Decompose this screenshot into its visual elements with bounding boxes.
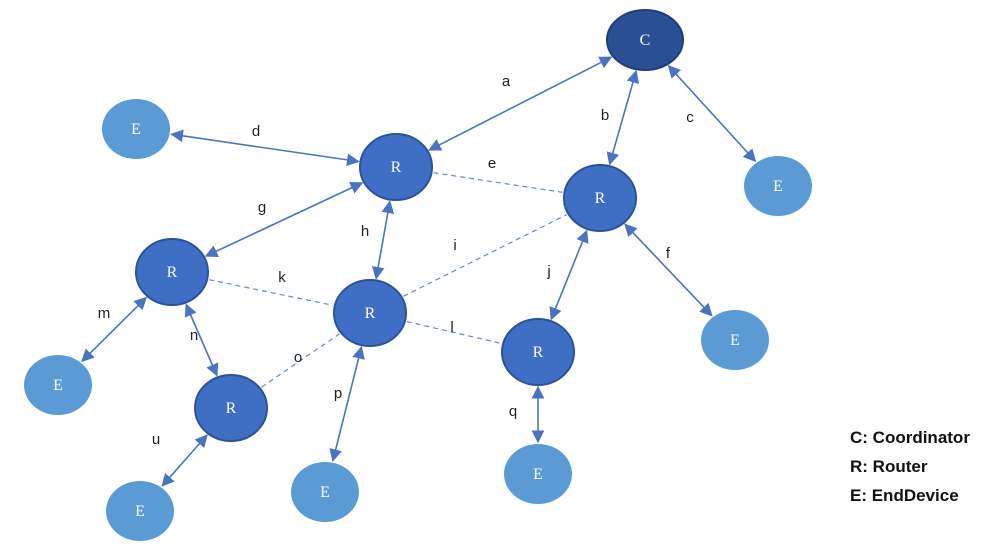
- router-label: R: [533, 344, 544, 361]
- router-circle: [501, 318, 575, 386]
- enddevice-node-e3: E: [24, 355, 92, 415]
- enddevice-circle: [504, 444, 572, 504]
- link-g: [204, 181, 364, 258]
- router-node-r2: R: [563, 164, 637, 232]
- router-label: R: [391, 159, 402, 176]
- router-label: R: [595, 190, 606, 207]
- link-label-b: b: [601, 107, 609, 124]
- router-node-r5: R: [501, 318, 575, 386]
- enddevice-node-e6: E: [291, 462, 359, 522]
- link-d: [170, 129, 360, 167]
- router-circle: [359, 133, 433, 201]
- link-label-e: e: [488, 155, 496, 172]
- link-o: [261, 333, 340, 388]
- coordinator-circle: [606, 9, 684, 71]
- link-label-p: p: [334, 385, 342, 402]
- legend: C: Coordinator R: Router E: EndDevice: [850, 428, 970, 515]
- link-label-l: l: [450, 319, 453, 336]
- enddevice-label: E: [53, 377, 63, 394]
- enddevice-circle: [24, 355, 92, 415]
- link-label-c: c: [686, 109, 694, 126]
- link-label-g: g: [258, 199, 266, 216]
- enddevice-label: E: [135, 503, 145, 520]
- link-n: [184, 303, 219, 377]
- enddevice-circle: [744, 156, 812, 216]
- enddevice-label: E: [533, 466, 543, 483]
- enddevice-label: E: [320, 484, 330, 501]
- legend-router: R: Router: [850, 457, 928, 476]
- link-l: [406, 320, 502, 345]
- enddevice-node-e5: E: [106, 481, 174, 541]
- link-k: [208, 279, 334, 306]
- router-circle: [194, 374, 268, 442]
- router-node-r6: R: [194, 374, 268, 442]
- router-node-r4: R: [333, 279, 407, 347]
- link-label-d: d: [252, 123, 260, 140]
- link-label-a: a: [502, 73, 511, 90]
- enddevice-circle: [291, 462, 359, 522]
- router-node-r1: R: [359, 133, 433, 201]
- link-c: [667, 64, 757, 163]
- link-f: [624, 223, 713, 317]
- link-label-i: i: [453, 237, 456, 254]
- link-label-u: u: [152, 431, 160, 448]
- router-label: R: [226, 400, 237, 417]
- enddevice-node-e1: E: [102, 99, 170, 159]
- router-circle: [563, 164, 637, 232]
- enddevice-circle: [102, 99, 170, 159]
- link-j: [549, 229, 589, 321]
- link-label-j: j: [546, 263, 550, 280]
- legend-coordinator: C: Coordinator: [850, 428, 970, 447]
- enddevice-label: E: [730, 332, 740, 349]
- link-label-h: h: [361, 223, 369, 240]
- link-label-k: k: [278, 269, 286, 286]
- enddevice-node-e2: E: [744, 156, 812, 216]
- enddevice-node-e7: E: [504, 444, 572, 504]
- legend-enddevice: E: EndDevice: [850, 486, 959, 505]
- router-node-r3: R: [135, 238, 209, 306]
- link-e: [433, 172, 563, 193]
- link-label-m: m: [98, 305, 111, 322]
- link-m: [81, 296, 148, 363]
- router-circle: [135, 238, 209, 306]
- coordinator-node-c1: C: [606, 9, 684, 71]
- link-h: [371, 200, 395, 280]
- link-a: [428, 56, 613, 151]
- link-label-n: n: [190, 327, 198, 344]
- link-p: [329, 345, 365, 463]
- coordinator-label: C: [640, 32, 651, 49]
- router-circle: [333, 279, 407, 347]
- link-label-f: f: [666, 245, 671, 262]
- enddevice-circle: [701, 310, 769, 370]
- link-label-q: q: [509, 403, 517, 420]
- router-label: R: [365, 305, 376, 322]
- router-label: R: [167, 264, 178, 281]
- link-i: [403, 214, 567, 297]
- enddevice-label: E: [773, 178, 783, 195]
- enddevice-circle: [106, 481, 174, 541]
- link-b: [606, 69, 640, 166]
- link-label-o: o: [294, 349, 302, 366]
- enddevice-node-e4: E: [701, 310, 769, 370]
- link-u: [161, 434, 208, 487]
- enddevice-label: E: [131, 121, 141, 138]
